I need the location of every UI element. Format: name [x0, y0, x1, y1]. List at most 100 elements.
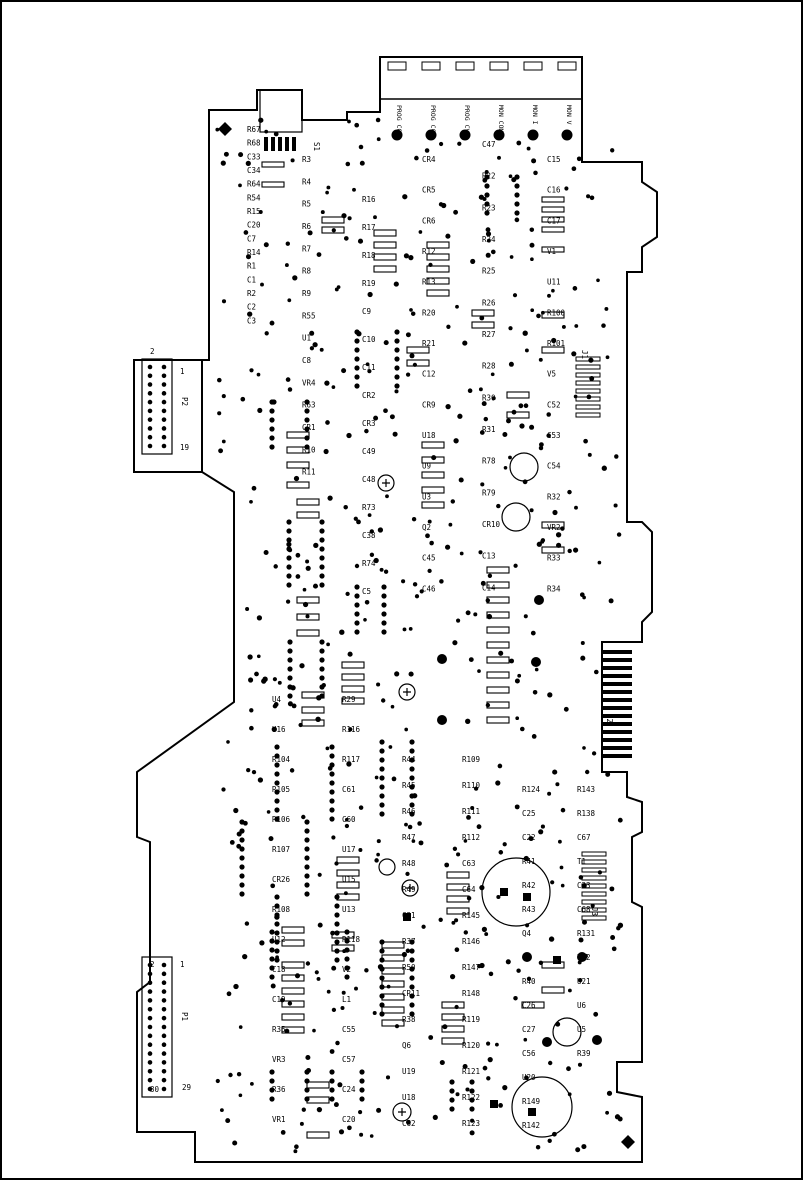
- ref-designator: R116: [342, 725, 361, 734]
- pad: [373, 415, 379, 421]
- pad: [617, 1116, 623, 1122]
- pad: [334, 912, 340, 918]
- ref-designator: R36: [272, 1085, 286, 1094]
- header-pin: [147, 1060, 153, 1065]
- pad: [239, 855, 245, 861]
- edge-pad: [602, 650, 632, 654]
- pad: [427, 568, 432, 574]
- header-pin: [147, 998, 153, 1003]
- pad: [325, 746, 330, 751]
- pad: [531, 158, 537, 164]
- pad: [358, 1110, 363, 1115]
- pad: [329, 807, 335, 813]
- pad: [287, 693, 293, 699]
- header-pin: [147, 1033, 153, 1039]
- pad: [354, 620, 360, 626]
- pad: [547, 1138, 552, 1143]
- pad: [232, 1140, 238, 1146]
- pad: [509, 658, 515, 664]
- pad: [376, 1107, 382, 1113]
- ref-designator: R25: [482, 267, 496, 276]
- pad: [344, 817, 349, 822]
- pad: [358, 144, 364, 150]
- ref-designator: R54: [247, 193, 261, 202]
- pad: [274, 807, 280, 813]
- connector-pin-pad: [561, 129, 573, 141]
- resistor-body: [421, 501, 445, 509]
- pad: [286, 555, 292, 561]
- pad: [390, 704, 395, 709]
- pad: [269, 938, 275, 944]
- pad: [285, 377, 291, 382]
- component-outlines: [218, 122, 635, 1149]
- pad: [291, 703, 297, 709]
- ref-designator: U5: [577, 1025, 586, 1034]
- pad: [428, 1035, 434, 1040]
- pad: [403, 253, 409, 259]
- edge-pad: [602, 746, 632, 750]
- pad: [346, 761, 352, 767]
- pad: [269, 965, 275, 971]
- pad: [491, 396, 496, 401]
- ref-designator: C61: [342, 785, 356, 794]
- pad: [572, 286, 578, 291]
- pad: [269, 1096, 275, 1102]
- pad: [480, 580, 486, 586]
- pad: [221, 394, 226, 399]
- ref-designator: T1: [577, 857, 586, 866]
- ref-designator: V2: [342, 965, 351, 974]
- pad: [274, 894, 280, 900]
- pad: [339, 629, 345, 635]
- pad: [274, 939, 280, 945]
- pad: [505, 959, 511, 965]
- pad: [269, 956, 275, 962]
- connector-pin-label: PROG CV: [463, 105, 471, 132]
- header-pin: [161, 1033, 167, 1039]
- pad: [304, 846, 310, 852]
- pad: [529, 242, 535, 248]
- resistor-body: [341, 661, 365, 669]
- pad: [345, 161, 351, 167]
- pad: [269, 426, 275, 432]
- edge-pad: [581, 899, 607, 905]
- pad: [508, 455, 512, 460]
- header-pin: [161, 1006, 167, 1012]
- resistor-body: [541, 226, 565, 233]
- pad: [536, 313, 541, 319]
- pad: [394, 356, 400, 362]
- pad: [486, 1041, 491, 1046]
- pad: [287, 1001, 293, 1006]
- pad: [610, 148, 615, 153]
- ref-designator: R120: [462, 1041, 481, 1050]
- pad: [439, 579, 444, 584]
- ref-designator: CR11: [402, 989, 420, 998]
- pad: [478, 387, 483, 392]
- resistor-body: [321, 216, 345, 224]
- pad: [354, 602, 360, 608]
- pad: [327, 495, 333, 501]
- ref-designator: R146: [462, 937, 481, 946]
- pad: [319, 657, 325, 663]
- pad: [485, 231, 492, 237]
- pad: [359, 1087, 365, 1093]
- resistor-body: [541, 246, 565, 253]
- pad: [469, 1106, 475, 1112]
- pad: [405, 332, 411, 338]
- ref-designator: C24: [342, 1085, 356, 1094]
- header-pin: [161, 1024, 167, 1030]
- edge-pad: [581, 883, 607, 889]
- pad: [405, 372, 411, 377]
- ref-designator: R112: [462, 833, 480, 842]
- ref-designator: C7: [247, 234, 256, 243]
- pad: [495, 780, 501, 786]
- ref-designator: C12: [422, 370, 436, 379]
- ref-designator: R13: [422, 278, 436, 287]
- pad: [547, 692, 553, 698]
- pad: [238, 1093, 243, 1098]
- pad: [404, 727, 409, 732]
- pad: [319, 666, 325, 672]
- ref-designator: C5: [362, 587, 371, 596]
- resistor-body: [373, 229, 397, 237]
- resistor-body: [441, 1013, 465, 1021]
- header-pin: [161, 373, 167, 379]
